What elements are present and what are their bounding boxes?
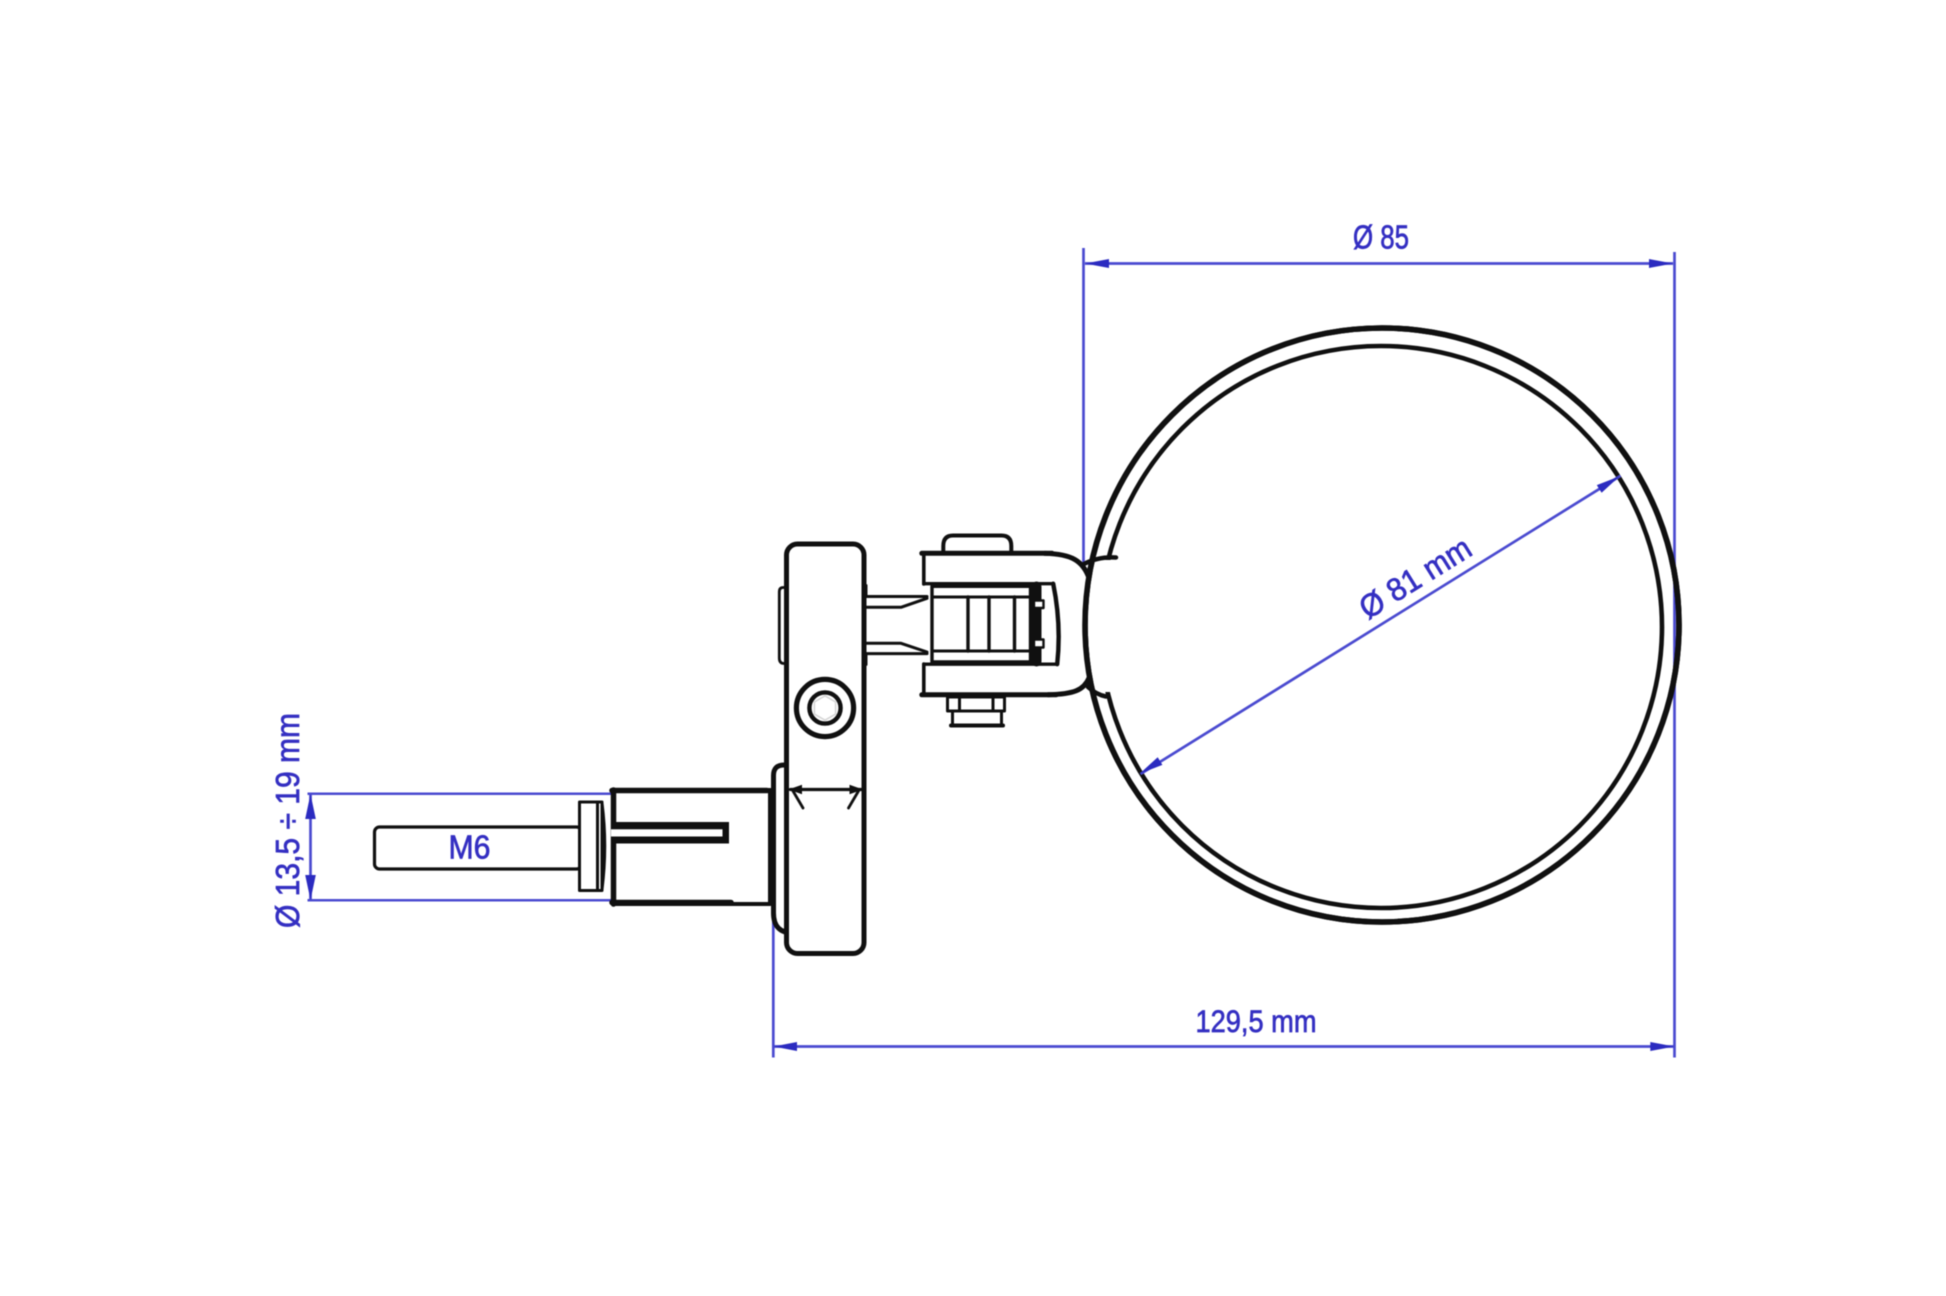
svg-text:Ø 13,5 ÷ 19 mm: Ø 13,5 ÷ 19 mm bbox=[269, 713, 306, 928]
svg-text:Ø 85: Ø 85 bbox=[1353, 219, 1409, 256]
svg-text:129,5 mm: 129,5 mm bbox=[1196, 1003, 1317, 1039]
svg-text:M6: M6 bbox=[449, 830, 491, 867]
